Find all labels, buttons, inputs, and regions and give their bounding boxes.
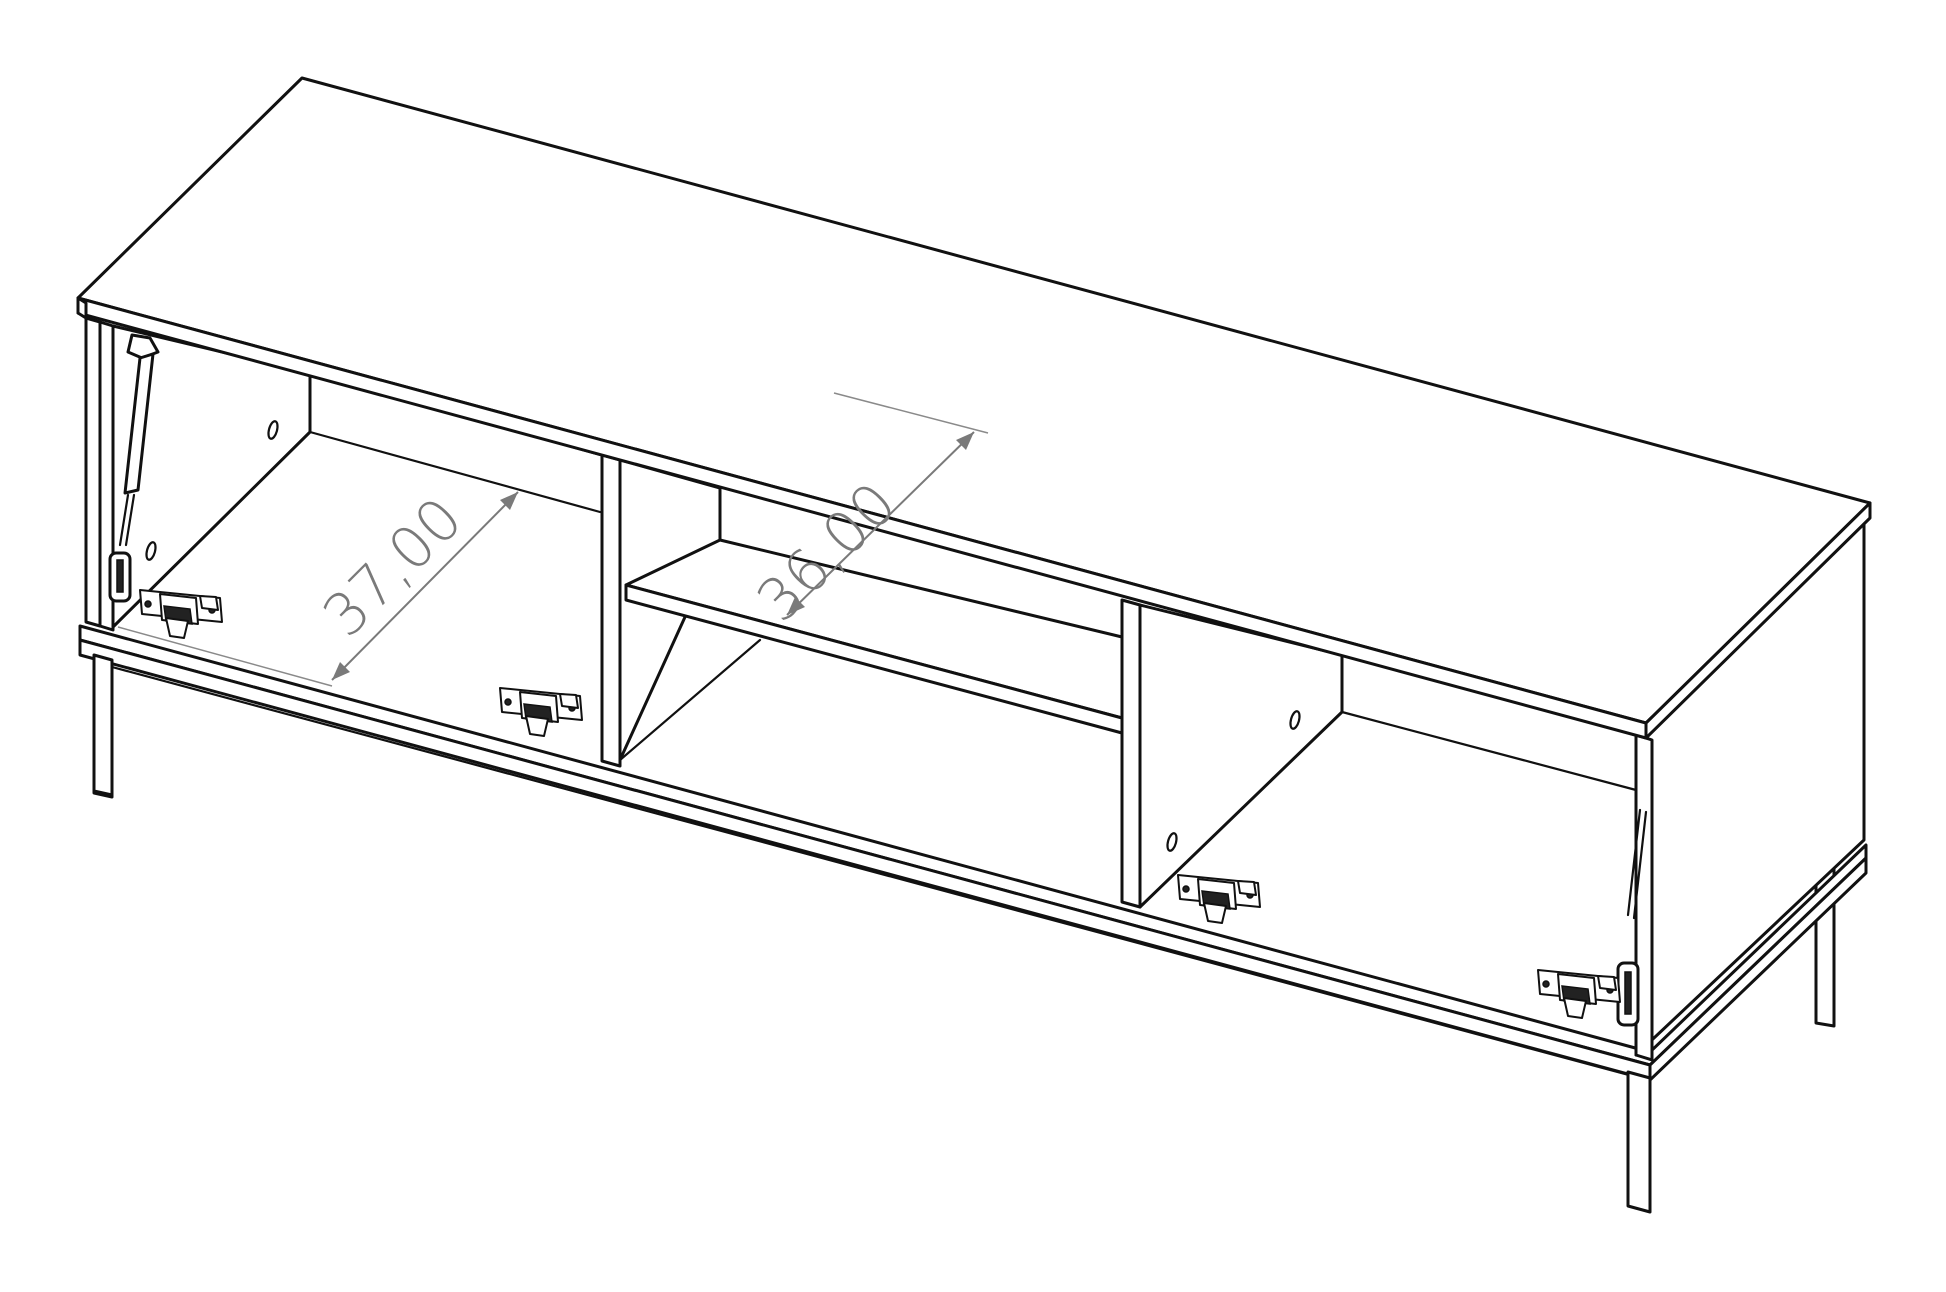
base-frame	[78, 624, 1868, 1082]
front-left-leg	[92, 653, 114, 797]
center-shelf	[618, 538, 1124, 762]
center-right-divider	[1120, 598, 1638, 909]
hinge-front-left	[139, 589, 223, 639]
hinge-front-right	[1177, 874, 1261, 924]
hinge-back-right	[1537, 969, 1621, 1019]
left-side-panel	[84, 316, 115, 632]
dimension-label-lower: 37,00	[310, 484, 475, 649]
left-gas-strut	[108, 333, 160, 603]
hinge-back-left	[499, 687, 583, 737]
top-panel	[76, 76, 1872, 740]
front-right-leg	[1626, 1070, 1652, 1214]
